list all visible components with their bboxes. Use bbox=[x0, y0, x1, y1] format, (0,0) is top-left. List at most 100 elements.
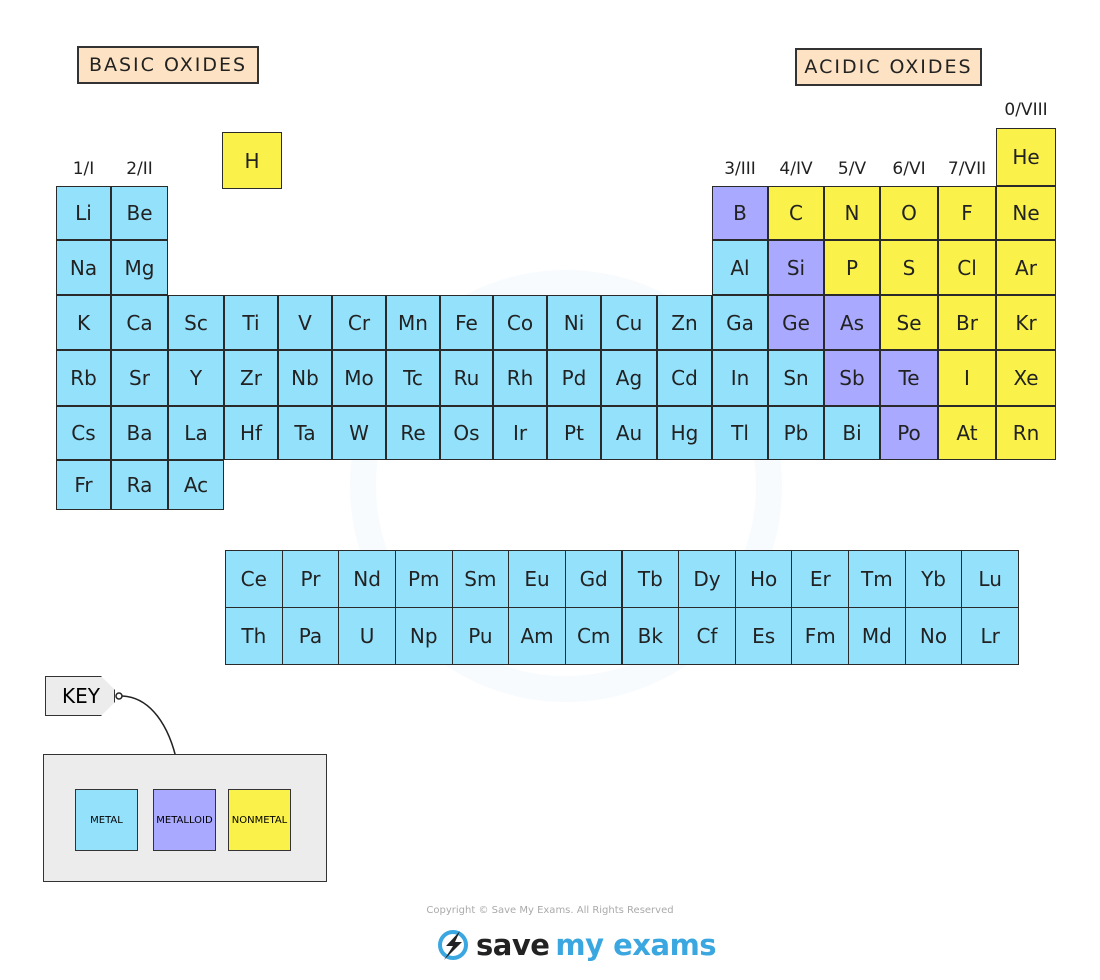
element-S: S bbox=[880, 240, 938, 295]
element-Kr: Kr bbox=[996, 295, 1056, 350]
element-Lr: Lr bbox=[961, 607, 1019, 665]
element-Cd: Cd bbox=[657, 350, 712, 406]
element-Mg: Mg bbox=[111, 240, 168, 295]
element-Rb: Rb bbox=[56, 350, 111, 406]
element-U: U bbox=[338, 607, 396, 665]
group-label-14: 4/IV bbox=[779, 159, 813, 179]
element-Au: Au bbox=[601, 406, 657, 460]
element-Cm: Cm bbox=[564, 607, 623, 665]
element-Np: Np bbox=[394, 607, 453, 665]
element-Md: Md bbox=[848, 607, 906, 665]
element-Pb: Pb bbox=[768, 406, 824, 460]
group-label-18: 0/VIII bbox=[1004, 100, 1048, 120]
logo-text-my-exams: my exams bbox=[555, 928, 717, 962]
lightning-bolt-icon bbox=[438, 930, 468, 960]
element-Eu: Eu bbox=[508, 550, 566, 608]
element-Tl: Tl bbox=[712, 406, 768, 460]
element-Hg: Hg bbox=[657, 406, 712, 460]
element-Y: Y bbox=[168, 350, 224, 406]
element-C: C bbox=[768, 186, 824, 240]
element-Dy: Dy bbox=[678, 550, 736, 608]
element-Hf: Hf bbox=[224, 406, 278, 460]
element-P: P bbox=[824, 240, 880, 295]
element-Ce: Ce bbox=[225, 550, 283, 608]
element-Pa: Pa bbox=[281, 607, 340, 665]
key-metalloid: METALLOID bbox=[153, 789, 216, 851]
element-Ir: Ir bbox=[493, 406, 547, 460]
key-metal: METAL bbox=[75, 789, 138, 851]
element-Os: Os bbox=[440, 406, 493, 460]
element-Zr: Zr bbox=[224, 350, 278, 406]
element-Sr: Sr bbox=[111, 350, 168, 406]
element-Xe: Xe bbox=[996, 350, 1056, 406]
basic-oxides-label: BASIC OXIDES bbox=[77, 46, 259, 84]
element-Bi: Bi bbox=[824, 406, 880, 460]
element-Re: Re bbox=[386, 406, 440, 460]
element-Ti: Ti bbox=[224, 295, 278, 350]
group-label-2: 2/II bbox=[126, 159, 153, 179]
element-Pd: Pd bbox=[547, 350, 601, 406]
element-Ac: Ac bbox=[168, 460, 224, 510]
element-No: No bbox=[904, 607, 963, 665]
element-Ag: Ag bbox=[601, 350, 657, 406]
element-Te: Te bbox=[880, 350, 938, 406]
element-Ne: Ne bbox=[996, 186, 1056, 240]
element-Lu: Lu bbox=[961, 550, 1019, 608]
element-Nb: Nb bbox=[278, 350, 332, 406]
element-Gd: Gd bbox=[564, 550, 623, 608]
element-H: H bbox=[222, 132, 282, 189]
element-Sm: Sm bbox=[451, 550, 510, 608]
element-Sc: Sc bbox=[168, 295, 224, 350]
element-Mo: Mo bbox=[332, 350, 386, 406]
group-label-16: 6/VI bbox=[892, 159, 926, 179]
element-K: K bbox=[56, 295, 111, 350]
element-Tc: Tc bbox=[386, 350, 440, 406]
element-Sn: Sn bbox=[768, 350, 824, 406]
element-Fr: Fr bbox=[56, 460, 111, 510]
element-Fm: Fm bbox=[791, 607, 850, 665]
element-Cf: Cf bbox=[678, 607, 736, 665]
element-Es: Es bbox=[734, 607, 793, 665]
element-Si: Si bbox=[768, 240, 824, 295]
element-Th: Th bbox=[225, 607, 283, 665]
element-Se: Se bbox=[880, 295, 938, 350]
element-Zn: Zn bbox=[657, 295, 712, 350]
element-Cr: Cr bbox=[332, 295, 386, 350]
element-Be: Be bbox=[111, 186, 168, 240]
element-Tm: Tm bbox=[848, 550, 906, 608]
element-Fe: Fe bbox=[440, 295, 493, 350]
element-Li: Li bbox=[56, 186, 111, 240]
element-Cl: Cl bbox=[938, 240, 996, 295]
element-Rh: Rh bbox=[493, 350, 547, 406]
key-nonmetal: NONMETAL bbox=[228, 789, 291, 851]
element-Ru: Ru bbox=[440, 350, 493, 406]
element-Tb: Tb bbox=[621, 550, 680, 608]
element-La: La bbox=[168, 406, 224, 460]
element-O: O bbox=[880, 186, 938, 240]
element-Br: Br bbox=[938, 295, 996, 350]
element-N: N bbox=[824, 186, 880, 240]
element-Pm: Pm bbox=[394, 550, 453, 608]
element-W: W bbox=[332, 406, 386, 460]
element-Sb: Sb bbox=[824, 350, 880, 406]
group-label-13: 3/III bbox=[724, 159, 756, 179]
element-Ho: Ho bbox=[734, 550, 793, 608]
element-Ni: Ni bbox=[547, 295, 601, 350]
element-At: At bbox=[938, 406, 996, 460]
element-In: In bbox=[712, 350, 768, 406]
element-F: F bbox=[938, 186, 996, 240]
group-label-1: 1/I bbox=[72, 159, 95, 179]
element-I: I bbox=[938, 350, 996, 406]
acidic-oxides-label: ACIDIC OXIDES bbox=[795, 48, 982, 86]
element-Co: Co bbox=[493, 295, 547, 350]
element-Pr: Pr bbox=[281, 550, 340, 608]
element-Ar: Ar bbox=[996, 240, 1056, 295]
element-Ga: Ga bbox=[712, 295, 768, 350]
element-As: As bbox=[824, 295, 880, 350]
element-Ra: Ra bbox=[111, 460, 168, 510]
key-nonmetal-label: NONMETAL bbox=[231, 814, 288, 826]
group-label-15: 5/V bbox=[837, 159, 867, 179]
element-Am: Am bbox=[508, 607, 566, 665]
element-He: He bbox=[996, 128, 1056, 186]
